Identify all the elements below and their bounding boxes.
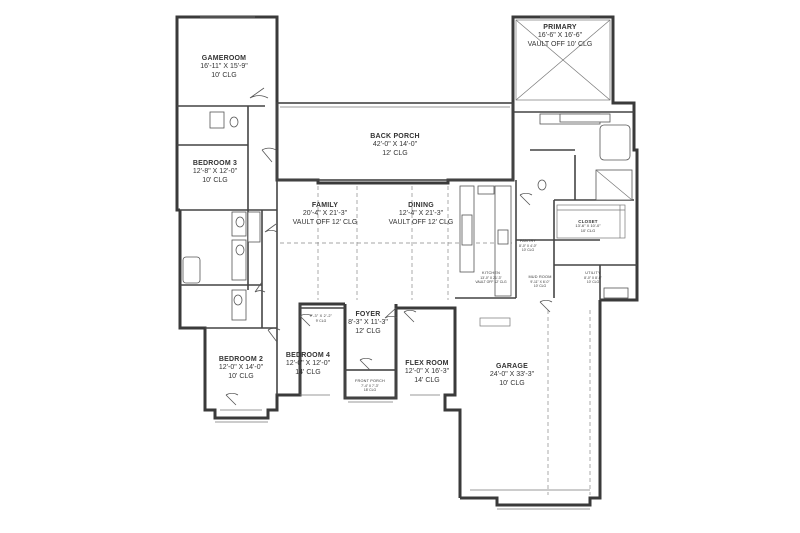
room-clg: 12' CLG [355,327,381,335]
room-clg: 10' CLG [521,247,535,252]
room-clg: VAULT OFF 10' CLG [527,40,593,48]
room-name: BEDROOM 4 [285,352,331,359]
room-dims: 8'-0" X 4'-0" [519,243,537,248]
room-label-utility: UTILITY 8'-0" X 8'-6" 10' CLG [584,271,602,284]
room-name: FAMILY [311,202,339,209]
room-label-dining: DINING 12'-4" X 21'-3" VAULT OFF 12' CLG [389,202,454,227]
room-label-kitchen: KITCHEN 13'-0" X 21'-3" VAULT OFF 12' CL… [475,271,506,284]
room-name: UTILITY [585,271,601,275]
room-name: MUD ROOM [528,275,552,279]
room-label-pantry: PANTRY 8'-0" X 4'-0" 10' CLG [519,239,537,252]
closet-shelving [556,204,626,239]
room-name: FRONT PORCH [355,379,385,383]
room-label-mud-room: MUD ROOM 9'-11" X 6'-0" 10' CLG [528,275,551,288]
room-clg: 10' CLG [586,279,600,284]
front-porch-steps [215,369,590,510]
room-dims: 13'-6" X 10'-0" [575,223,601,229]
room-dims: 16'-11" X 15'-9" [200,63,248,71]
room-dims: 12'-4" X 21'-3" [398,210,444,218]
room-dims: 9'-11" X 6'-0" [530,279,550,284]
garage-door-lines [470,310,591,495]
room-name: BEDROOM 2 [218,356,264,363]
room-name: BEDROOM 3 [192,160,238,167]
room-label-primary: PRIMARY 16'-6" X 16'-6" VAULT OFF 10' CL… [528,24,593,49]
room-name: GAMEROOM [201,55,247,62]
gameroom-wing-wall [175,15,279,212]
room-clg: VAULT OFF 12' CLG [475,279,507,284]
interior-walls [177,105,637,398]
bath-fixtures [182,111,633,321]
room-name: KITCHEN [481,271,501,275]
room-label-wic: 7'-3" X 2'-2" 9' CLG [310,314,332,323]
room-dims: 8'-0" X 8'-6" [584,275,602,280]
room-dims: 8'-3" X 11'-3" [348,319,388,327]
garage-wall [460,300,602,507]
room-label-bedroom2: BEDROOM 2 12'-0" X 14'-0" 10' CLG [219,356,263,381]
room-name: PRIMARY [543,24,577,31]
room-clg: VAULT OFF 12' CLG [292,218,358,226]
room-clg: 10' CLG [499,379,525,387]
room-label-bedroom3: BEDROOM 3 12'-8" X 12'-0" 10' CLG [193,160,237,185]
room-dims: 12'-0" X 16'-3" [404,368,450,376]
room-clg: 10' CLG [533,283,547,288]
room-clg: 12' CLG [382,149,408,157]
door-swings [225,87,553,406]
room-clg: VAULT OFF 12' CLG [388,218,454,226]
room-dims: 42'-0" X 14'-0" [372,141,418,149]
back-porch-outline [276,102,514,181]
room-dims: 7'-4" X 7'-3" [361,383,379,388]
room-dims: 9' CLG [315,318,327,323]
room-name: GARAGE [496,363,528,370]
kitchen-fixtures [459,185,512,297]
room-clg: 18' CLG [363,387,377,392]
room-label-family: FAMILY 20'-4" X 21'-3" VAULT OFF 12' CLG [293,202,358,227]
room-name: FOYER [355,311,381,318]
room-name: PANTRY [519,239,537,243]
room-label-front-porch: FRONT PORCH 7'-4" X 7'-3" 18' CLG [355,379,385,392]
room-label-closet: CLOSET 13'-6" X 10'-0" 10' CLG [575,219,600,234]
dashed-divisions [280,186,512,300]
room-dims: 12'-0" X 14'-0" [218,364,264,372]
room-clg: 10' CLG [211,71,237,79]
room-label-flex-room: FLEX ROOM 12'-0" X 16'-3" 14' CLG [405,360,449,385]
room-label-foyer: FOYER 8'-3" X 11'-3" 12' CLG [348,311,388,336]
primary-vault-lines [515,19,611,101]
room-dims: 13'-0" X 21'-3" [480,275,502,280]
room-dims: 20'-4" X 21'-3" [302,210,348,218]
room-clg: 10' CLG [202,176,228,184]
room-name: CLOSET [578,219,598,224]
room-dims: 24'-0" X 33'-3" [489,371,535,379]
room-label-bedroom4: BEDROOM 4 12'-0" X 12'-0" 14' CLG [286,352,330,377]
room-dims: 12'-0" X 12'-0" [285,360,331,368]
room-dims: 16'-6" X 16'-6" [537,32,583,40]
room-label-garage: GARAGE 24'-0" X 33'-3" 10' CLG [490,363,534,388]
room-clg: 14' CLG [295,368,321,376]
room-name: BACK PORCH [370,133,420,140]
room-clg: 10' CLG [228,372,254,380]
window-marks [200,16,590,411]
room-label-back-porch: BACK PORCH 42'-0" X 14'-0" 12' CLG [370,133,419,158]
room-dims: 12'-8" X 12'-0" [192,168,238,176]
room-label-gameroom: GAMEROOM 16'-11" X 15'-9" 10' CLG [200,55,248,80]
room-clg: 10' CLG [580,228,596,234]
room-name: DINING [408,202,434,209]
room-name: FLEX ROOM [405,360,449,367]
room-name: 7'-3" X 2'-2" [309,314,333,318]
room-clg: 14' CLG [414,376,440,384]
